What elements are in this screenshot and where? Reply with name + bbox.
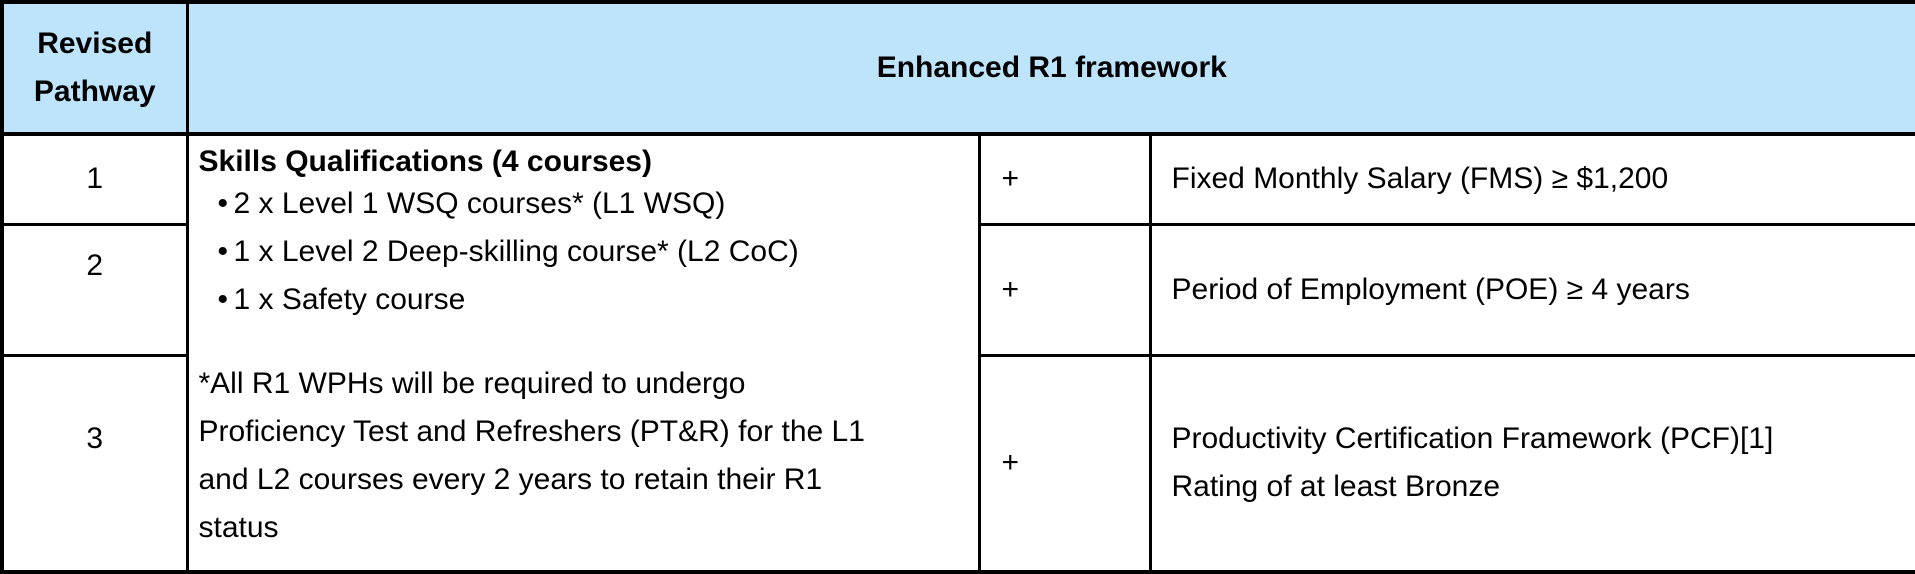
plus-cell: + [977, 222, 1152, 357]
plus-sign: + [1001, 162, 1020, 196]
table-row: 1 Skills Qualifications (4 courses) 2 x … [0, 132, 1915, 574]
plus-cell: + [977, 353, 1152, 574]
plus-cell: + [977, 132, 1152, 226]
list-item: 1 x Safety course [199, 276, 968, 324]
table-header-row: Revised Pathway Enhanced R1 framework [0, 0, 1915, 136]
plus-sign: + [1001, 272, 1020, 306]
requirement-cell: Productivity Certification Framework (PC… [1148, 353, 1915, 574]
list-item: 2 x Level 1 WSQ courses* (L1 WSQ) [199, 180, 968, 228]
framework-column-header: Enhanced R1 framework [185, 0, 1915, 136]
requirement-text: Productivity Certification Framework (PC… [1171, 422, 1774, 504]
pathway-number-cell: 2 [0, 222, 189, 357]
pathway-number: 2 [86, 248, 104, 282]
pathway-number: 1 [86, 162, 104, 196]
requirement-text: Fixed Monthly Salary (FMS) ≥ $1,200 [1171, 162, 1669, 196]
skills-title: Skills Qualifications (4 courses) [198, 145, 653, 178]
table-row: 3 + Productivity Certification Framework… [0, 353, 1915, 574]
pathway-number-cell: 1 [0, 132, 189, 226]
pathway-column-header: Revised Pathway [0, 0, 189, 136]
requirement-cell: Fixed Monthly Salary (FMS) ≥ $1,200 [1148, 132, 1915, 226]
requirement-cell: Period of Employment (POE) ≥ 4 years [1148, 222, 1915, 357]
skills-qualifications-cell: Skills Qualifications (4 courses) 2 x Le… [185, 132, 981, 574]
list-item: 1 x Level 2 Deep-skilling course* (L2 Co… [199, 228, 968, 276]
pathway-number: 3 [86, 422, 104, 456]
plus-sign: + [1001, 446, 1020, 480]
skills-footnote: *All R1 WPHs will be required to undergo… [198, 367, 865, 544]
requirement-text: Period of Employment (POE) ≥ 4 years [1171, 272, 1690, 306]
pathway-number-cell: 3 [0, 353, 189, 574]
skills-course-list: 2 x Level 1 WSQ courses* (L1 WSQ) 1 x Le… [199, 180, 968, 324]
